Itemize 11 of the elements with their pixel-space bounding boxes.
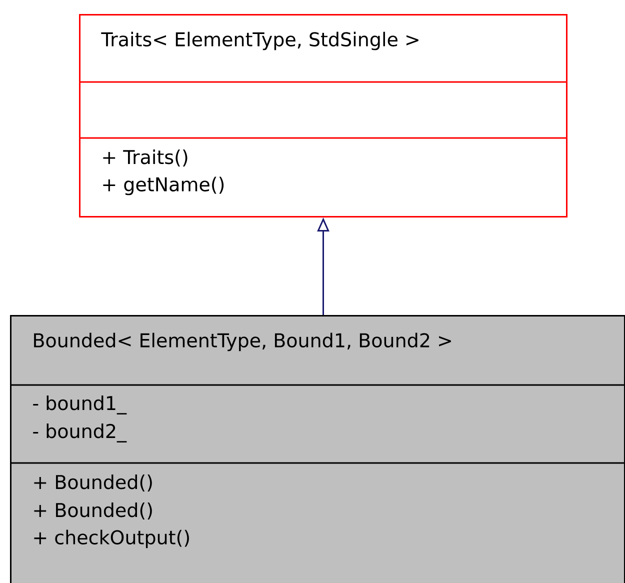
attribute-text: - bound1_: [33, 396, 127, 414]
method-text: + Bounded(): [34, 474, 152, 492]
method-text: + getName(): [103, 176, 224, 196]
class-box: [79, 14, 568, 218]
method-text: + Traits(): [103, 150, 188, 166]
attribute-text: - bound2_: [33, 424, 127, 442]
method-text: + checkOutput(): [34, 530, 189, 548]
class-name: Bounded< ElementType, Bound1, Bound2 >: [34, 332, 451, 352]
class-box: [10, 315, 625, 583]
method-text: + Bounded(): [34, 502, 152, 520]
class-name: Traits< ElementType, StdSingle >: [101, 32, 418, 50]
